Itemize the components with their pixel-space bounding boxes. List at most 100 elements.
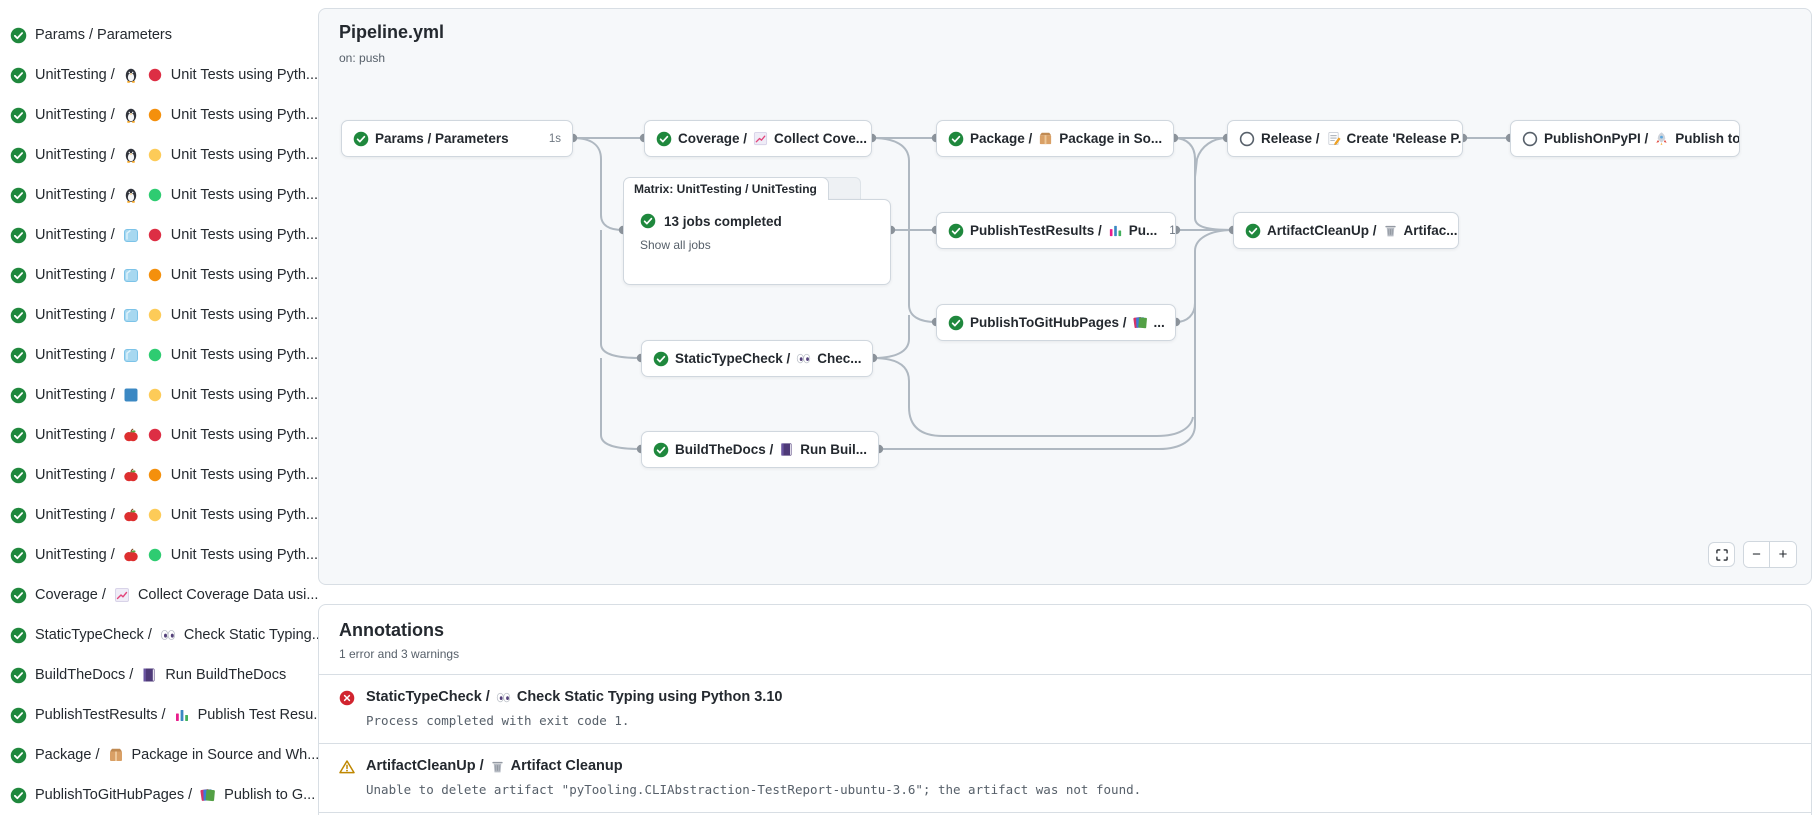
check-success-icon	[10, 547, 27, 564]
bar-chart-icon	[174, 707, 190, 723]
check-success-icon	[10, 787, 27, 804]
check-success-icon	[10, 387, 27, 404]
check-success-icon	[1245, 223, 1261, 239]
check-success-icon	[10, 27, 27, 44]
sidebar-job-item[interactable]: Coverage / Collect Coverage Data usi...	[10, 575, 318, 615]
trash-icon	[490, 759, 505, 774]
job-node-acu[interactable]: ArtifactCleanUp /Artifac...3s	[1233, 212, 1459, 249]
sidebar-job-item[interactable]: Params / Parameters	[10, 15, 318, 55]
job-node-ptghp[interactable]: PublishToGitHubPages /...13s	[936, 304, 1176, 341]
warning-icon	[339, 759, 355, 775]
sidebar-job-item[interactable]: UnitTesting /Unit Tests using Pyth...	[10, 295, 318, 335]
workflow-trigger: on: push	[339, 51, 386, 65]
job-node-ptr[interactable]: PublishTestResults /Pu...17s	[936, 212, 1176, 249]
penguin-icon	[123, 187, 139, 203]
sidebar-job-item[interactable]: UnitTesting /Unit Tests using Pyth...	[10, 455, 318, 495]
label-text: Pu...	[1128, 223, 1158, 238]
check-success-icon	[10, 707, 27, 724]
zoom-out-button[interactable]: −	[1744, 542, 1770, 567]
label-text: PublishTestResults /	[970, 223, 1102, 238]
job-node-coverage[interactable]: Coverage /Collect Cove...25s	[644, 120, 872, 157]
sidebar-job-item[interactable]: UnitTesting /Unit Tests using Pyth...	[10, 415, 318, 455]
label-text: Unit Tests using Pyth...	[170, 147, 318, 163]
sidebar-job-item[interactable]: StaticTypeCheck /Check Static Typing...	[10, 615, 318, 655]
eyes-icon	[496, 690, 511, 705]
zoom-control: − +	[1743, 541, 1797, 568]
sidebar-job-item[interactable]: UnitTesting /Unit Tests using Pyth...	[10, 55, 318, 95]
sidebar-job-item[interactable]: UnitTesting /Unit Tests using Pyth...	[10, 255, 318, 295]
check-success-icon	[10, 427, 27, 444]
annotation-title: ArtifactCleanUp /Artifact Cleanup	[366, 757, 1141, 774]
chart-up-icon	[114, 587, 130, 603]
graph-controls: − +	[1708, 541, 1797, 568]
sidebar-job-item[interactable]: UnitTesting /Unit Tests using Pyth...	[10, 335, 318, 375]
label-text: Collect Coverage Data usi...	[137, 587, 318, 603]
label-text: Unit Tests using Pyth...	[170, 467, 318, 483]
annotations-summary: 1 error and 3 warnings	[339, 647, 460, 661]
label-text: Coverage /	[35, 587, 106, 603]
trash-icon	[1383, 223, 1398, 238]
job-node-btd[interactable]: BuildTheDocs /Run Buil...47s	[641, 431, 879, 468]
sidebar-job-item[interactable]: PublishTestResults /Publish Test Resu...	[10, 695, 318, 735]
check-success-icon	[653, 442, 669, 458]
dot-orange-icon	[147, 467, 163, 483]
check-success-icon	[10, 467, 27, 484]
ice-icon	[123, 347, 139, 363]
label-text: Publish to ...	[1675, 131, 1740, 146]
fullscreen-button[interactable]	[1708, 542, 1735, 567]
job-node-package[interactable]: Package /Package in So...25s	[936, 120, 1174, 157]
label-text: UnitTesting /	[35, 267, 115, 283]
job-duration: 1s	[548, 132, 561, 145]
job-node-pypi[interactable]: PublishOnPyPI /Publish to ...	[1510, 120, 1740, 157]
zoom-in-button[interactable]: +	[1770, 542, 1796, 567]
apple-icon	[123, 427, 139, 443]
label-text: Create 'Release P...	[1346, 131, 1463, 146]
sidebar-job-item[interactable]: UnitTesting /Unit Tests using Pyth...	[10, 175, 318, 215]
check-success-icon	[353, 131, 369, 147]
books-icon	[200, 787, 216, 803]
check-success-icon	[653, 351, 669, 367]
sidebar-job-item[interactable]: UnitTesting /Unit Tests using Pyth...	[10, 375, 318, 415]
job-node-release[interactable]: Release /Create 'Release P...	[1227, 120, 1463, 157]
label-text: Chec...	[817, 351, 862, 366]
label-text: StaticTypeCheck /	[35, 627, 152, 643]
annotations-list: StaticTypeCheck /Check Static Typing usi…	[319, 674, 1811, 815]
skipped-icon	[1522, 131, 1538, 147]
label-text: ArtifactCleanUp /	[1267, 223, 1377, 238]
sidebar-job-item[interactable]: Package /Package in Source and Wh...	[10, 735, 318, 775]
memo-icon	[1326, 131, 1341, 146]
label-text: Unit Tests using Pyth...	[170, 227, 318, 243]
annotations-title: Annotations	[339, 620, 444, 640]
sidebar-job-item[interactable]: UnitTesting / Unit Tests using Pyth...	[10, 215, 318, 255]
sidebar-job-item[interactable]: BuildTheDocs /Run BuildTheDocs	[10, 655, 318, 695]
dot-red-icon	[147, 67, 163, 83]
sidebar-job-item[interactable]: UnitTesting /Unit Tests using Pyth...	[10, 95, 318, 135]
label-text: UnitTesting /	[35, 227, 115, 243]
eyes-icon	[796, 351, 811, 366]
show-all-jobs-link[interactable]: Show all jobs	[640, 238, 711, 252]
check-success-icon	[10, 587, 27, 604]
label-text: Params / Parameters	[35, 27, 172, 43]
label-text: Unit Tests using Pyth...	[170, 547, 318, 563]
job-node-stc[interactable]: StaticTypeCheck /Chec...13s	[641, 340, 873, 377]
check-success-icon	[10, 267, 27, 284]
sidebar-job-item[interactable]: UnitTesting /Unit Tests using Pyth...	[10, 135, 318, 175]
check-success-icon	[10, 307, 27, 324]
label-text: Run BuildTheDocs	[165, 667, 287, 683]
annotation-content: StaticTypeCheck /Check Static Typing usi…	[366, 688, 782, 729]
label-text: Artifac...	[1403, 223, 1458, 238]
sidebar-job-item[interactable]: UnitTesting /Unit Tests using Pyth...	[10, 495, 318, 535]
chart-up-icon	[753, 131, 768, 146]
sidebar-job-item[interactable]: UnitTesting /Unit Tests using Pyth...	[10, 535, 318, 575]
label-text: ...	[1153, 315, 1165, 330]
matrix-group-tab: Matrix: UnitTesting / UnitTesting	[623, 177, 829, 200]
eyes-icon	[160, 627, 176, 643]
sidebar-job-item[interactable]: PublishToGitHubPages /Publish to G...	[10, 775, 318, 815]
label-text: UnitTesting /	[35, 107, 115, 123]
dot-red-icon	[147, 427, 163, 443]
label-text: Coverage /	[678, 131, 748, 146]
check-success-icon	[10, 667, 27, 684]
